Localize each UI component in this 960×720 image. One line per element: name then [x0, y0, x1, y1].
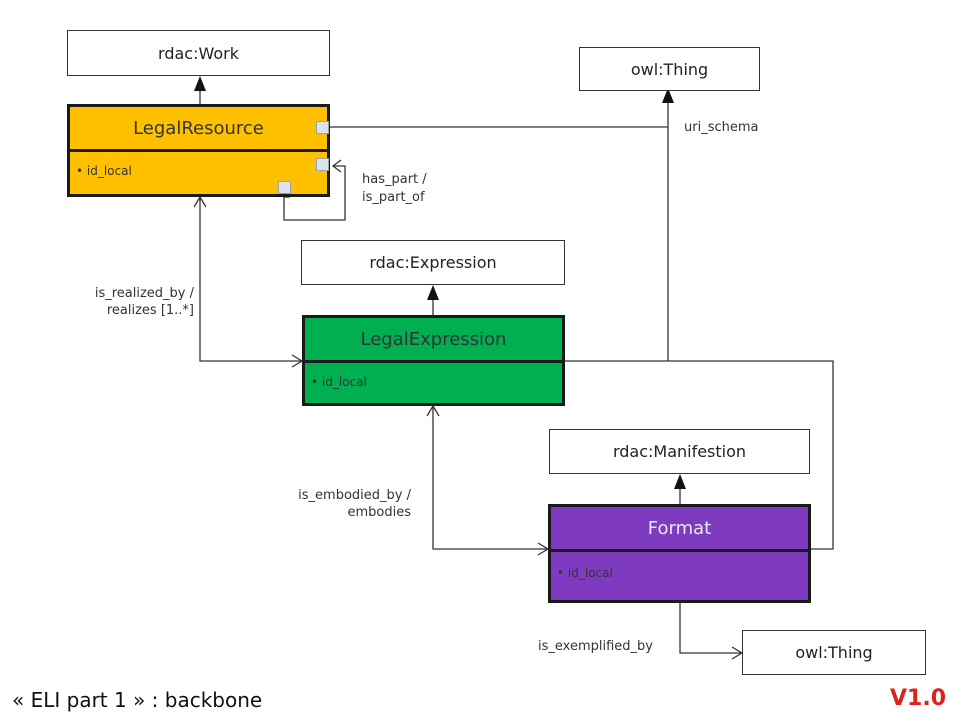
inherit-manifestion-arrow — [674, 474, 686, 489]
rdac-manifestion-label: rdac:Manifestion — [612, 442, 747, 461]
format-attribute: id_local — [551, 552, 808, 580]
is-embodied-by-label-1: is_embodied_by / — [298, 488, 411, 503]
format-class: Format id_local — [548, 504, 811, 603]
legal-expression-attribute: id_local — [305, 363, 562, 389]
inherit-expression-arrow — [427, 285, 439, 300]
uri-schema-line-expression — [565, 360, 834, 550]
has-part-loop — [283, 165, 346, 221]
connector-handle — [316, 158, 329, 171]
legal-expression-class: LegalExpression id_local — [302, 315, 565, 406]
owl-thing-top-label: owl:Thing — [630, 59, 709, 79]
is-realized-by-line — [199, 197, 302, 362]
rdac-manifestion-box: rdac:Manifestion — [549, 429, 810, 474]
has-part-label-2: is_part_of — [362, 190, 425, 205]
rdac-expression-label: rdac:Expression — [369, 253, 497, 272]
connector-handle — [316, 121, 329, 134]
is-realized-by-label-2: realizes [1..*] — [106, 303, 194, 318]
version-label: V1.0 — [890, 686, 946, 711]
rdac-work-label: rdac:Work — [158, 43, 239, 63]
owl-thing-bottom-box: owl:Thing — [742, 630, 926, 675]
has-part-arrowhead — [331, 159, 342, 173]
inherit-work-arrow — [194, 76, 206, 91]
slide-title: « ELI part 1 » : backbone — [12, 688, 263, 712]
legal-resource-name: LegalResource — [70, 107, 327, 152]
legal-resource-attribute: id_local — [70, 152, 327, 178]
is-exemplified-by-line — [679, 603, 742, 654]
owl-thing-bottom-label: owl:Thing — [795, 643, 873, 662]
format-name: Format — [551, 507, 808, 552]
is-embodied-by-arrow-top — [426, 404, 440, 417]
has-part-label-1: has_part / — [362, 172, 427, 187]
legal-expression-name: LegalExpression — [305, 318, 562, 363]
is-realized-by-label-1: is_realized_by / — [94, 286, 194, 301]
uri-schema-label: uri_schema — [684, 120, 759, 135]
is-embodied-by-line — [432, 406, 548, 550]
uri-schema-arrow — [662, 88, 674, 103]
is-realized-by-arrow-top — [193, 195, 207, 208]
connector-handle — [278, 181, 291, 194]
is-exemplified-by-label: is_exemplified_by — [538, 639, 653, 654]
rdac-work-box: rdac:Work — [67, 30, 330, 76]
is-embodied-by-label-2: embodies — [347, 505, 411, 520]
rdac-expression-box: rdac:Expression — [301, 240, 565, 285]
owl-thing-top-box: owl:Thing — [579, 47, 760, 91]
